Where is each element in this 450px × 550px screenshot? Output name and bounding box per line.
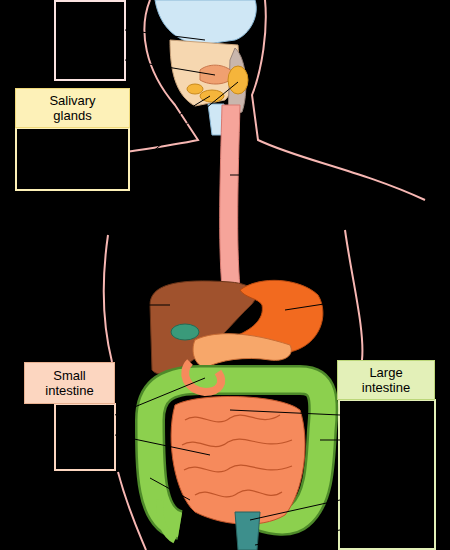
leader-line xyxy=(285,300,350,310)
label-box xyxy=(55,404,115,470)
body-outline xyxy=(252,0,425,200)
intestine-fold xyxy=(182,439,292,446)
body-outline xyxy=(104,235,112,362)
label-box xyxy=(16,128,129,190)
leader-line xyxy=(115,435,210,455)
leader-line xyxy=(115,378,205,415)
organ-label: Small intestine xyxy=(24,362,115,404)
esophagus xyxy=(220,105,240,288)
intestine-fold xyxy=(184,465,292,472)
leader-line xyxy=(320,440,340,441)
leader-line xyxy=(230,175,330,176)
leader-line xyxy=(125,60,215,75)
leader-lines xyxy=(110,30,350,545)
leader-line xyxy=(230,410,340,415)
large-intestine xyxy=(150,380,323,525)
appendix xyxy=(160,500,175,540)
leader-line xyxy=(250,500,340,520)
intestine-fold xyxy=(185,415,280,422)
leader-line xyxy=(130,82,238,170)
leader-line xyxy=(110,305,170,306)
small-intestine xyxy=(171,396,305,524)
label-text: Large intestine xyxy=(352,365,420,395)
gallbladder xyxy=(171,324,199,340)
nasal-cavity xyxy=(155,0,256,45)
organ-label: Salivary glands xyxy=(15,88,130,128)
label-box xyxy=(339,400,435,549)
label-text: Salivary glands xyxy=(38,93,107,123)
label-text: Small intestine xyxy=(35,368,104,398)
salivary-gland xyxy=(228,66,248,94)
organ-label: Large intestine xyxy=(337,360,435,400)
leader-line xyxy=(255,530,340,545)
intestine-fold xyxy=(195,490,282,497)
large-intestine xyxy=(150,380,323,525)
body-outline xyxy=(345,230,362,360)
leader-line xyxy=(125,30,205,40)
intestine-folds xyxy=(182,415,292,497)
leader-line xyxy=(150,478,190,500)
pancreas xyxy=(193,334,291,368)
label-box xyxy=(55,1,125,80)
duodenum xyxy=(185,362,221,392)
salivary-gland xyxy=(187,84,203,94)
